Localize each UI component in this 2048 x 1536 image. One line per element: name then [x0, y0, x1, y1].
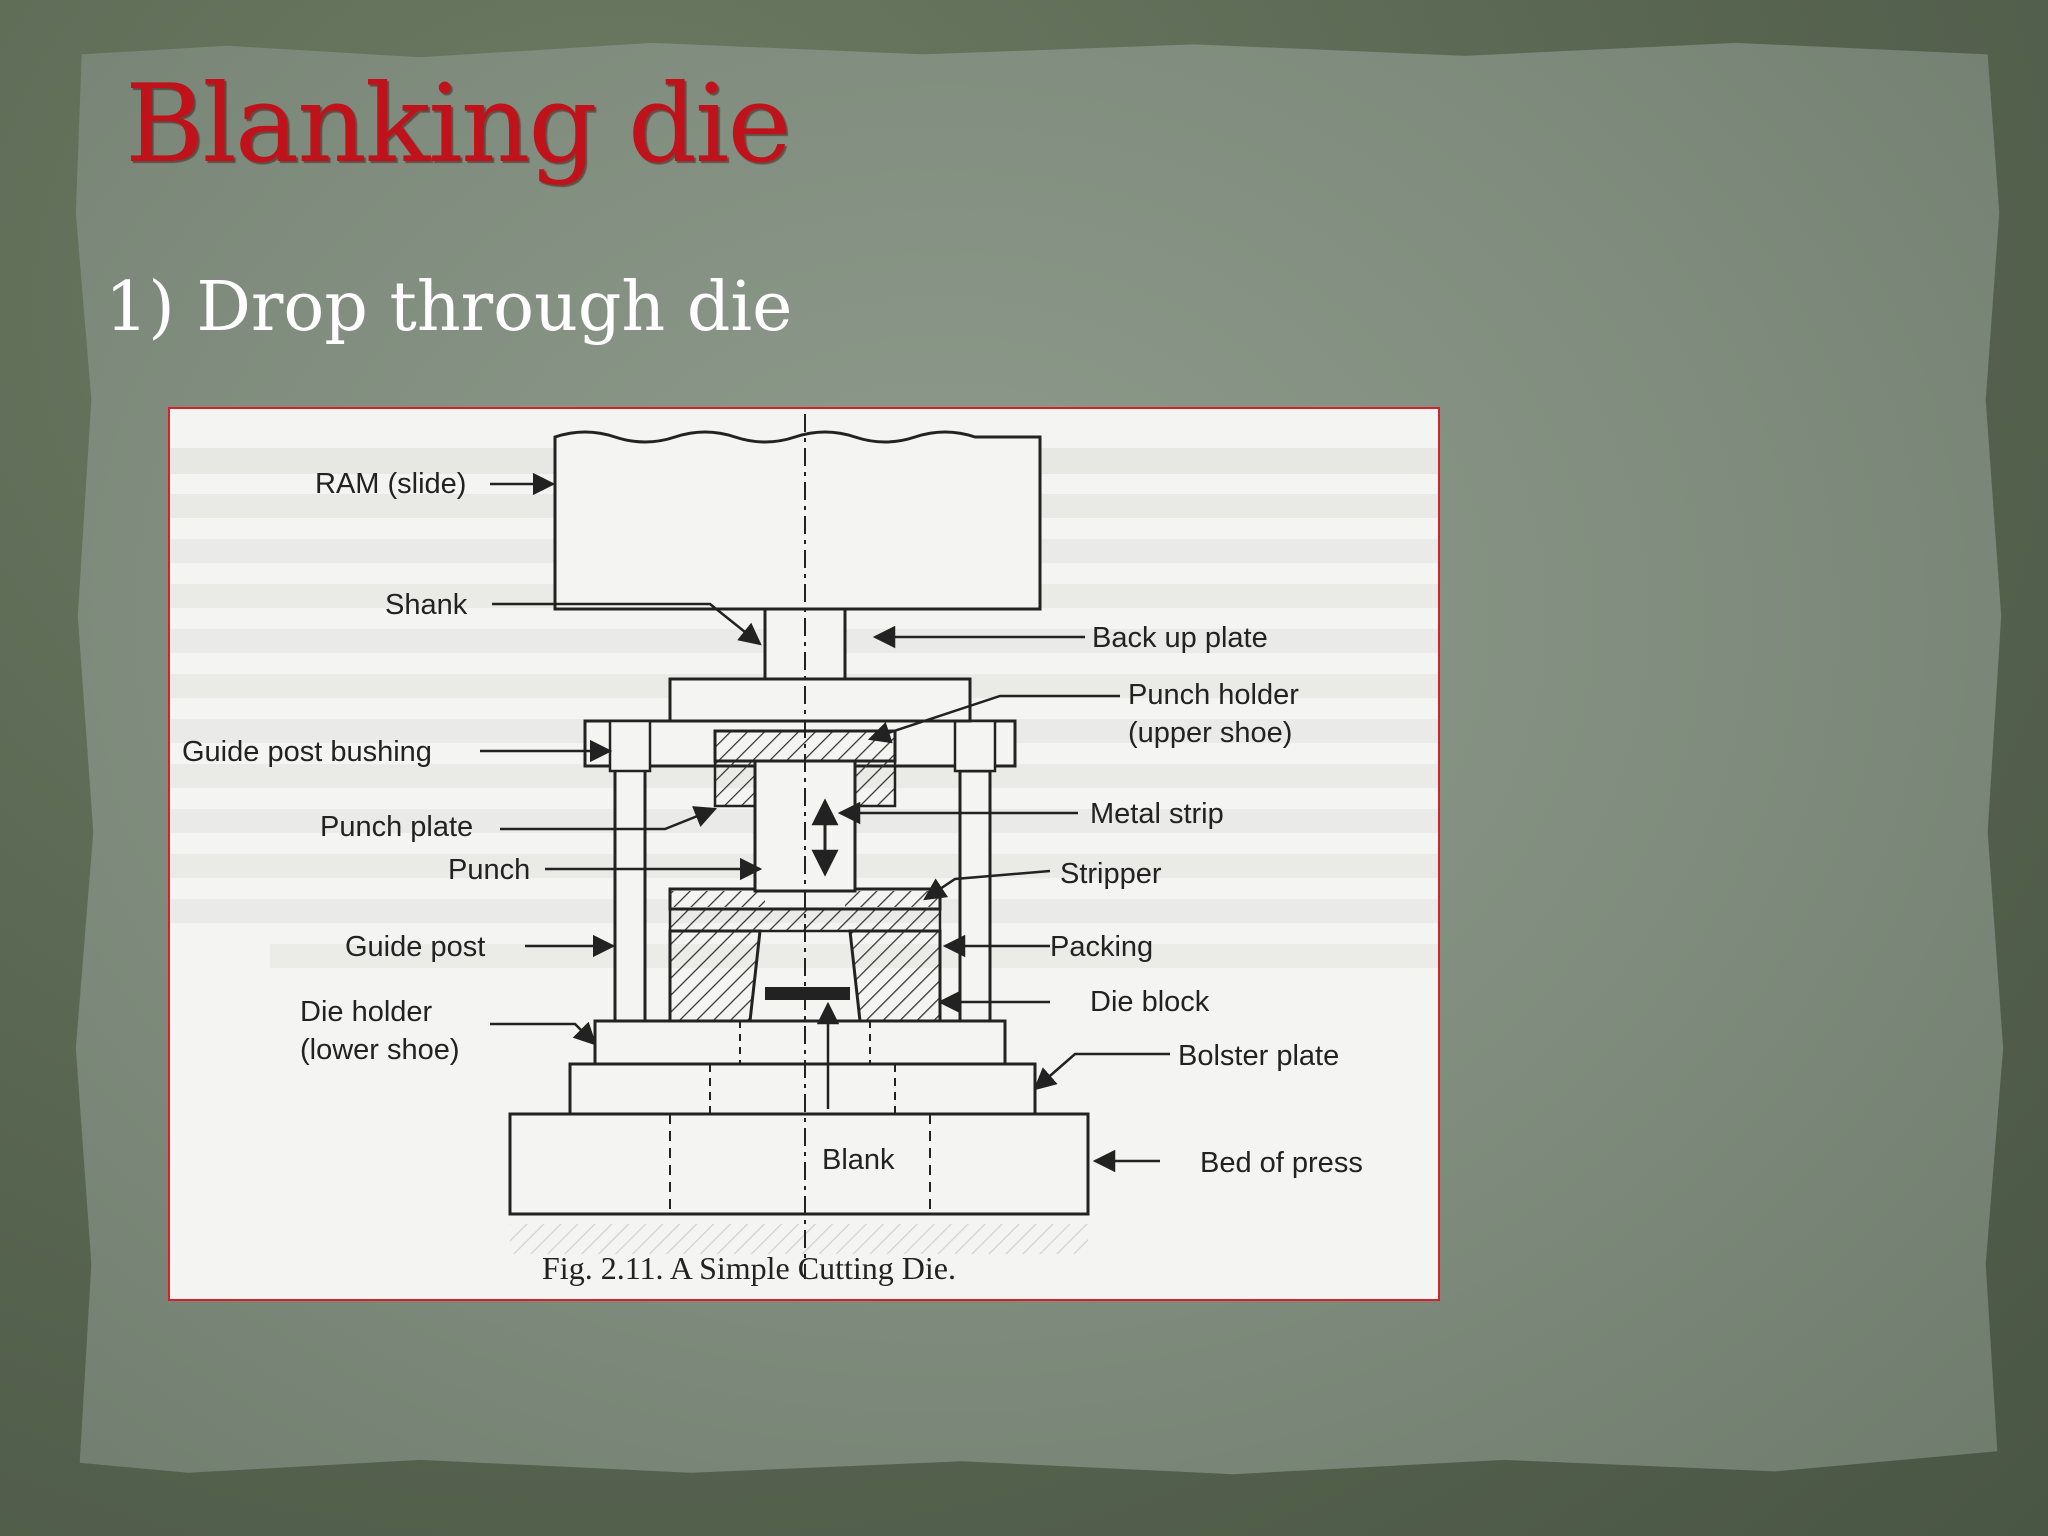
label-blank: Blank [822, 1144, 895, 1176]
die-block-shape [668, 929, 762, 1023]
label-stripper: Stripper [1060, 858, 1162, 890]
back-up-plate-shape [668, 677, 972, 723]
bed-of-press-shape [508, 1112, 1090, 1216]
slide-title: Blanking die [125, 62, 791, 187]
label-ram: RAM (slide) [315, 468, 466, 500]
slide-subtitle: 1) Drop through die [105, 268, 793, 347]
blank-shape [765, 987, 850, 1000]
label-shank: Shank [385, 589, 468, 621]
label-punch-holder: Punch holder [1128, 679, 1299, 711]
label-guide-post-bushing: Guide post bushing [182, 736, 432, 768]
label-die-block: Die block [1090, 986, 1210, 1018]
label-metal-strip: Metal strip [1090, 798, 1224, 830]
guide-post-left-shape [613, 729, 647, 1023]
leader-lines [480, 472, 1170, 1173]
label-back-up-plate: Back up plate [1092, 622, 1268, 654]
label-punch-plate: Punch plate [320, 811, 473, 843]
label-punch: Punch [448, 854, 530, 886]
die-diagram: RAM (slide) Shank Back up plate Punch ho… [170, 414, 1438, 1286]
label-punch-holder-sub: (upper shoe) [1128, 717, 1292, 749]
ram-shape [553, 430, 1042, 611]
blanking-die-figure: RAM (slide) Shank Back up plate Punch ho… [168, 407, 1440, 1301]
label-guide-post: Guide post [345, 931, 485, 963]
label-packing: Packing [1050, 931, 1153, 963]
label-bolster-plate: Bolster plate [1178, 1040, 1339, 1072]
die-holder-shape [593, 1019, 1007, 1066]
bolster-plate-shape [568, 1062, 1037, 1116]
label-die-holder-sub: (lower shoe) [300, 1034, 460, 1066]
label-die-holder: Die holder [300, 996, 433, 1028]
figure-caption: Fig. 2.11. A Simple Cutting Die. [542, 1250, 956, 1286]
label-bed-of-press: Bed of press [1200, 1147, 1363, 1179]
guide-post-right-shape [958, 769, 992, 1023]
